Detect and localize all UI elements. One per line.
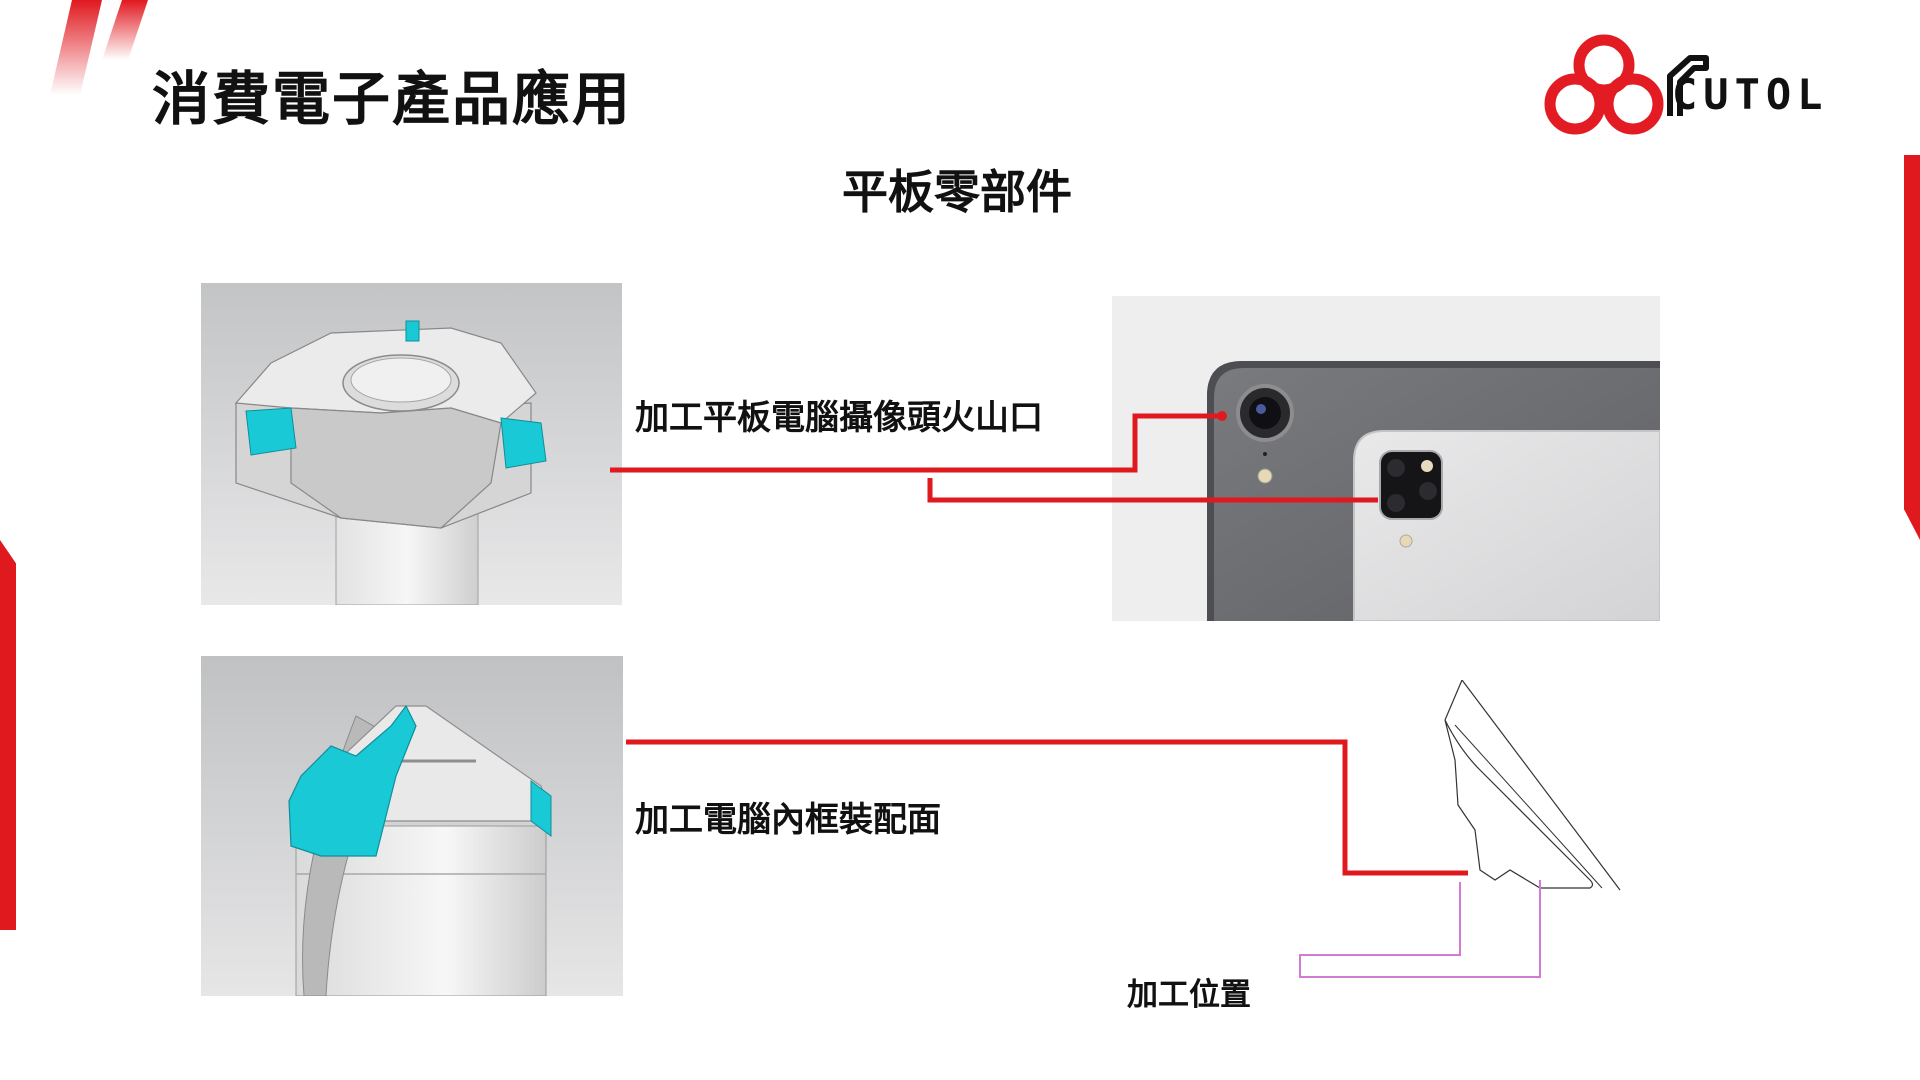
logo-wordmark: CUTOL: [1672, 70, 1829, 119]
camera-hole-tool-image: [201, 283, 622, 605]
cutol-logo-icon: [1544, 34, 1664, 135]
left-edge-accent: [0, 540, 16, 930]
tablet-camera-photo: [1112, 296, 1660, 621]
inner-frame-tool-image: [201, 656, 623, 996]
logo-mark-icon: [1667, 55, 1709, 116]
frame-profile-drawing: [1444, 680, 1621, 891]
machining-position-label: 加工位置: [1127, 977, 1251, 1013]
page-title: 消費電子產品應用: [152, 65, 633, 133]
section-subtitle: 平板零部件: [842, 165, 1072, 219]
right-edge-accent: [1904, 155, 1920, 540]
section-label-inner-frame: 加工電腦內框裝配面: [635, 800, 941, 840]
corner-stripes-decoration: [50, 0, 148, 95]
section-label-camera-hole: 加工平板電腦攝像頭火山口: [635, 398, 1043, 438]
